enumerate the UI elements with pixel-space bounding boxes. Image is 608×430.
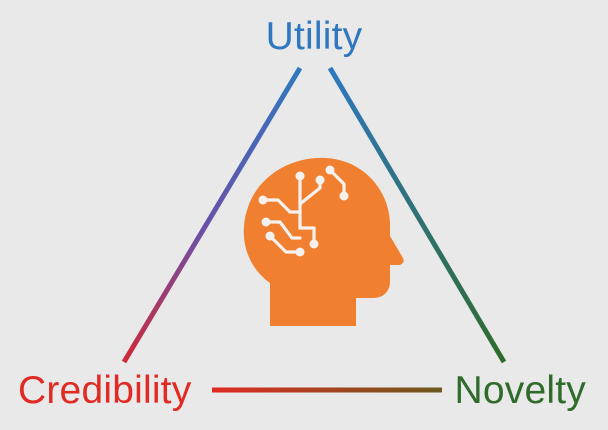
edge-utility-novelty — [327, 66, 507, 364]
label-novelty: Novelty — [455, 369, 587, 412]
edge-utility-credibility — [121, 66, 303, 364]
label-utility: Utility — [266, 15, 363, 58]
head-silhouette — [243, 157, 404, 326]
circuit-traces — [261, 168, 346, 254]
label-credibility: Credibility — [18, 369, 192, 412]
brain-circuit-head-icon — [243, 157, 404, 326]
circuit-nodes — [258, 165, 349, 257]
